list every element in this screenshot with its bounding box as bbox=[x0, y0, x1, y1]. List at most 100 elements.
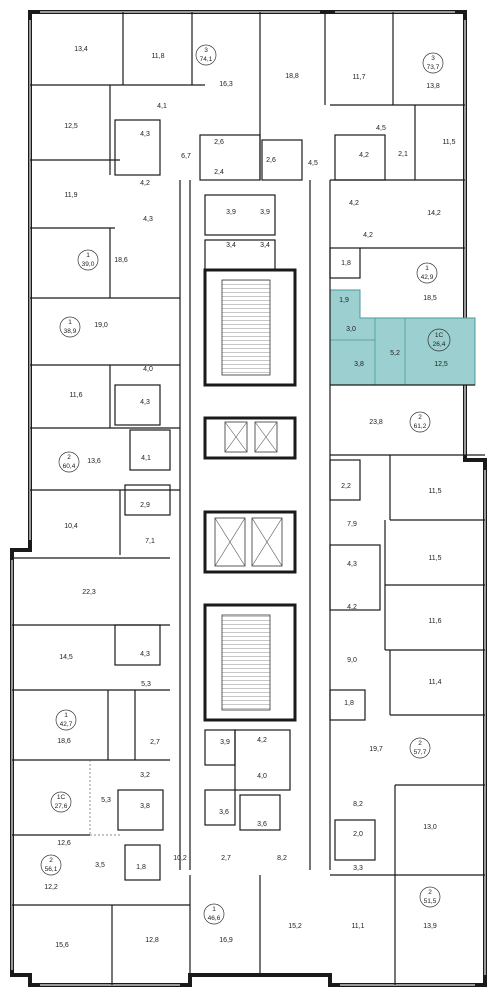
building-outline bbox=[10, 10, 487, 987]
room-area: 13,6 bbox=[87, 458, 101, 465]
building-core bbox=[203, 268, 297, 722]
room-area-labels: 13,4 11,8 16,3 18,8 11,7 13,8 4,1 12,5 4… bbox=[44, 46, 455, 949]
room-area: 4,5 bbox=[308, 160, 318, 167]
room-area: 4,1 bbox=[141, 455, 151, 462]
apt-42-7-rooms: 1 bbox=[64, 712, 68, 719]
room-area: 13,9 bbox=[423, 923, 437, 930]
room-area: 10,2 bbox=[173, 855, 187, 862]
room-area: 4,2 bbox=[257, 737, 267, 744]
apt-60-4-rooms: 2 bbox=[67, 454, 71, 461]
room-area: 11,7 bbox=[352, 74, 365, 81]
room-area: 2,4 bbox=[214, 169, 224, 176]
apt-60-4-area: 60,4 bbox=[63, 463, 76, 470]
room-area: 11,4 bbox=[428, 679, 441, 686]
room-area: 12,5 bbox=[64, 123, 78, 130]
apt-56-1-rooms: 2 bbox=[49, 857, 53, 864]
room-area: 9,0 bbox=[347, 657, 357, 664]
room-area: 8,2 bbox=[353, 801, 363, 808]
room-area: 4,1 bbox=[157, 103, 167, 110]
room-area: 4,3 bbox=[143, 216, 153, 223]
apt-42-7-area: 42,7 bbox=[60, 721, 73, 728]
room-area: 11,6 bbox=[428, 618, 441, 625]
room-area: 5,2 bbox=[390, 350, 400, 357]
apt-26-4-area: 26,4 bbox=[433, 341, 446, 348]
room-area: 5,3 bbox=[141, 681, 151, 688]
room-area: 2,1 bbox=[398, 151, 408, 158]
interior-walls bbox=[12, 12, 485, 985]
room-area: 23,8 bbox=[369, 419, 383, 426]
apt-73-7-rooms: 3 bbox=[431, 55, 435, 62]
apt-61-2-rooms: 2 bbox=[418, 414, 422, 421]
apt-57-7-rooms: 2 bbox=[418, 740, 422, 747]
room-area: 1,8 bbox=[136, 864, 146, 871]
apt-39-0-rooms: 1 bbox=[86, 252, 90, 259]
apt-26-4-rooms: 1С bbox=[435, 332, 444, 339]
room-area: 11,5 bbox=[442, 139, 455, 146]
room-area: 12,5 bbox=[434, 361, 448, 368]
room-area: 11,6 bbox=[69, 392, 82, 399]
room-area: 3,4 bbox=[260, 242, 270, 249]
room-area: 1,8 bbox=[344, 700, 354, 707]
room-area: 4,0 bbox=[257, 773, 267, 780]
room-area: 2,0 bbox=[353, 831, 363, 838]
room-area: 1,9 bbox=[339, 297, 349, 304]
room-area: 18,5 bbox=[423, 295, 437, 302]
selected-apartment-1c[interactable] bbox=[329, 289, 476, 386]
room-area: 1,8 bbox=[341, 260, 351, 267]
room-area: 3,9 bbox=[260, 209, 270, 216]
room-area: 11,5 bbox=[428, 555, 441, 562]
room-area: 4,2 bbox=[140, 180, 150, 187]
apt-51-5-area: 51,5 bbox=[424, 898, 437, 905]
room-area: 4,3 bbox=[140, 131, 150, 138]
room-area: 14,2 bbox=[427, 210, 441, 217]
room-area: 3,4 bbox=[226, 242, 236, 249]
room-area: 3,5 bbox=[95, 862, 105, 869]
room-area: 4,3 bbox=[347, 561, 357, 568]
room-area: 4,3 bbox=[140, 651, 150, 658]
room-area: 3,9 bbox=[226, 209, 236, 216]
room-area: 3,0 bbox=[346, 326, 356, 333]
room-area: 13,4 bbox=[74, 46, 88, 53]
room-area: 11,8 bbox=[151, 53, 164, 60]
room-area: 14,5 bbox=[59, 654, 73, 661]
selected-apartment-badge bbox=[427, 328, 451, 352]
room-area: 2,6 bbox=[214, 139, 224, 146]
apt-27-6-area: 27,6 bbox=[55, 803, 68, 810]
room-area: 5,3 bbox=[101, 797, 111, 804]
apt-56-1-area: 56,1 bbox=[45, 866, 58, 873]
room-area: 2,2 bbox=[341, 483, 351, 490]
room-area: 4,2 bbox=[347, 604, 357, 611]
room-area: 18,8 bbox=[285, 73, 299, 80]
room-area: 4,2 bbox=[359, 152, 369, 159]
apt-38-9-rooms: 1 bbox=[68, 319, 72, 326]
room-area: 2,6 bbox=[266, 157, 276, 164]
apt-61-2-area: 61,2 bbox=[414, 423, 427, 430]
room-area: 16,9 bbox=[219, 937, 233, 944]
room-area: 2,7 bbox=[221, 855, 231, 862]
room-area: 13,8 bbox=[426, 83, 440, 90]
apt-42-9-rooms: 1 bbox=[425, 265, 429, 272]
room-area: 2,7 bbox=[150, 739, 160, 746]
apt-38-9-area: 38,9 bbox=[64, 328, 77, 335]
room-area: 8,2 bbox=[277, 855, 287, 862]
apt-27-6-rooms: 1С bbox=[57, 794, 66, 801]
dashed-partitions bbox=[89, 760, 120, 836]
room-area: 3,3 bbox=[353, 865, 363, 872]
room-area: 11,5 bbox=[428, 488, 441, 495]
room-area: 4,2 bbox=[349, 200, 359, 207]
room-area: 19,0 bbox=[94, 322, 108, 329]
room-area: 4,3 bbox=[140, 399, 150, 406]
apt-42-9-area: 42,9 bbox=[421, 274, 434, 281]
room-area: 3,2 bbox=[140, 772, 150, 779]
apt-57-7-area: 57,7 bbox=[414, 749, 427, 756]
room-area: 15,6 bbox=[55, 942, 69, 949]
room-area: 12,2 bbox=[44, 884, 58, 891]
room-area: 6,7 bbox=[181, 153, 191, 160]
room-area: 19,7 bbox=[369, 746, 383, 753]
room-area: 3,6 bbox=[219, 809, 229, 816]
room-area: 18,6 bbox=[114, 257, 128, 264]
apt-39-0-area: 39,0 bbox=[82, 261, 95, 268]
apt-74-1-area: 74,1 bbox=[200, 56, 213, 63]
apartment-badge-labels: 3 74,1 3 73,7 1 39,0 1 42,9 1 38,9 1С 26… bbox=[45, 47, 446, 922]
